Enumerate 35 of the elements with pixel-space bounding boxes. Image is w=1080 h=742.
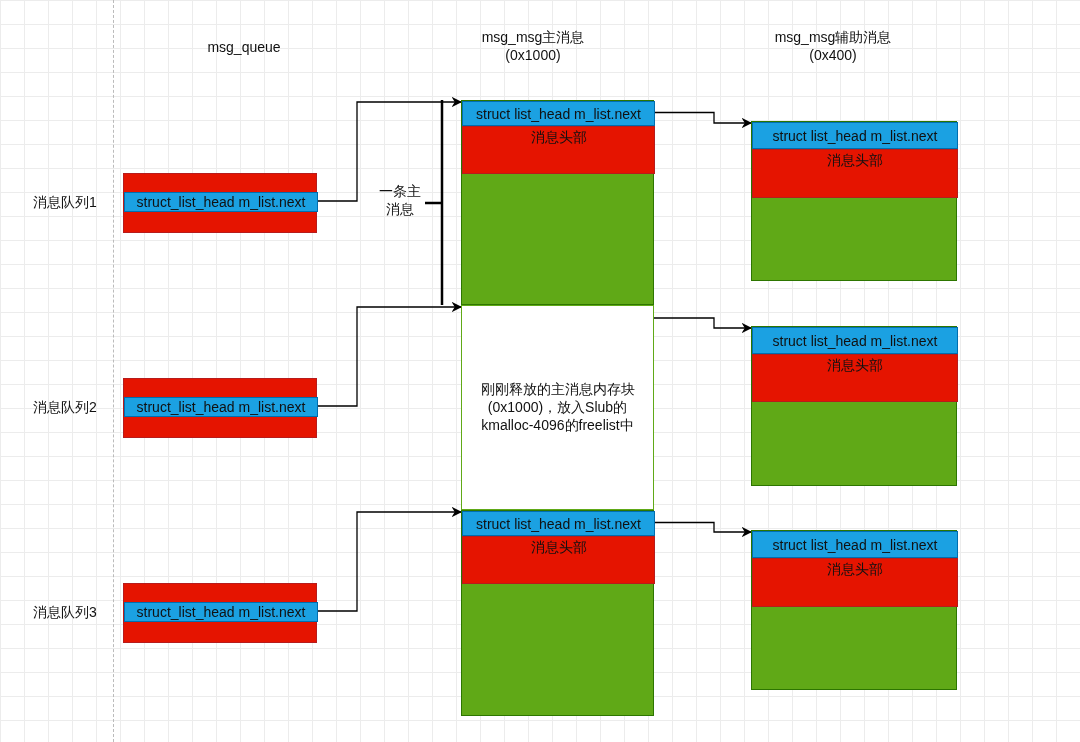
freed-memory-block: 刚刚释放的主消息内存块(0x1000)，放入Slub的kmalloc-4096的freelist中 <box>461 305 654 510</box>
column-heading: msg_msg辅助消息 (0x400) <box>773 28 893 64</box>
arrow <box>316 506 463 612</box>
queue-struct-block <box>123 173 317 233</box>
queue-struct-block <box>123 583 317 643</box>
list-head-field: struct list_head m_list.next <box>462 511 655 536</box>
message-header: 消息头部 <box>752 558 958 607</box>
arrow <box>316 96 463 202</box>
column-heading: msg_msg主消息 (0x1000) <box>480 28 586 64</box>
column-heading: msg_queue <box>206 38 282 56</box>
list-head-field: struct list_head m_list.next <box>752 327 958 354</box>
row-label: 消息队列2 <box>32 399 98 417</box>
message-block <box>461 100 654 305</box>
list-head-field: struct_list_head m_list.next <box>124 397 318 417</box>
list-head-field: struct list_head m_list.next <box>752 122 958 149</box>
list-head-field: struct_list_head m_list.next <box>124 192 318 212</box>
list-head-field: struct list_head m_list.next <box>752 531 958 558</box>
list-head-field: struct list_head m_list.next <box>462 101 655 126</box>
bracket-label: 一条主消息 <box>378 183 422 219</box>
message-block <box>751 121 957 281</box>
list-head-field: struct_list_head m_list.next <box>124 602 318 622</box>
message-header: 消息头部 <box>752 354 958 402</box>
arrow <box>653 521 753 538</box>
message-header: 消息头部 <box>752 149 958 198</box>
queue-struct-block <box>123 378 317 438</box>
row-label: 消息队列3 <box>32 604 98 622</box>
arrow <box>316 301 463 407</box>
message-header: 消息头部 <box>462 536 655 584</box>
message-block <box>461 510 654 716</box>
message-block <box>751 530 957 690</box>
row-label: 消息队列1 <box>32 194 98 212</box>
message-header: 消息头部 <box>462 126 655 174</box>
arrow <box>653 317 753 334</box>
arrow <box>653 111 753 129</box>
message-block <box>751 326 957 486</box>
